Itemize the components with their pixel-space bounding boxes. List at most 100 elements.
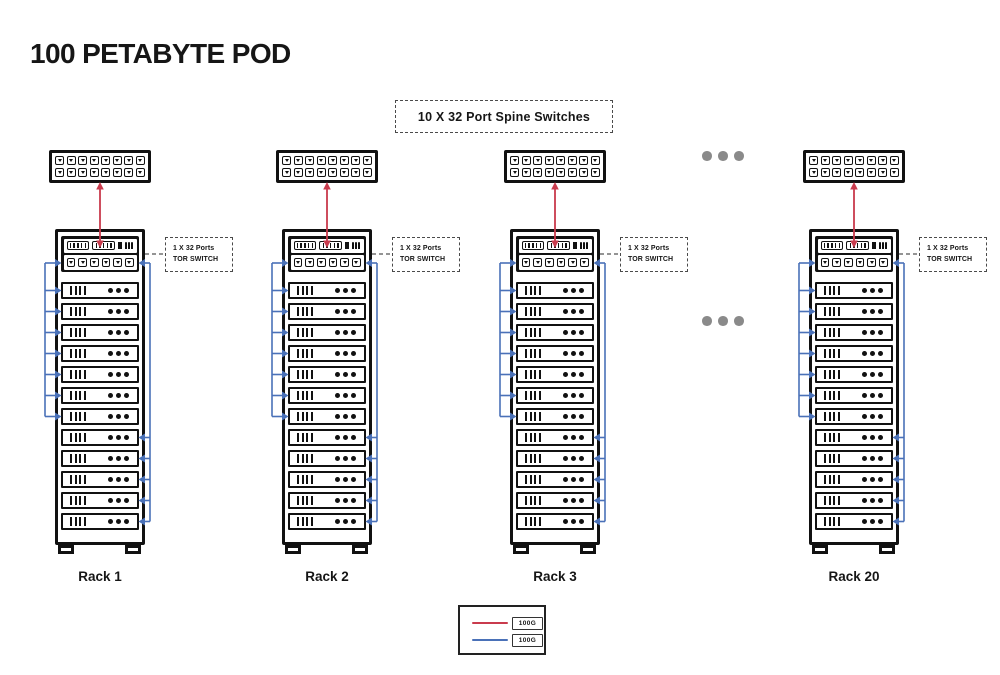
tor-callout-line2: TOR SWITCH xyxy=(628,255,674,263)
server-led-icon xyxy=(563,309,584,314)
rack-column-1: 1 X 32 Ports TOR SWITCH Rack 1 xyxy=(40,150,275,610)
spine-port-icon xyxy=(533,167,543,177)
port-triangle-icon xyxy=(307,260,312,264)
server-vent-icon xyxy=(824,412,840,421)
tor-port-icon xyxy=(832,257,841,268)
tor-port-strip xyxy=(293,241,317,251)
spine-port-icon xyxy=(855,156,865,166)
port-triangle-icon xyxy=(330,170,335,174)
spine-port-row xyxy=(809,156,899,166)
server-node xyxy=(516,471,594,488)
spine-port-icon xyxy=(832,167,842,177)
server-led-icon xyxy=(563,519,584,524)
spine-port-icon xyxy=(339,156,349,166)
port-triangle-icon xyxy=(307,159,312,163)
tor-switch xyxy=(288,236,366,272)
server-node xyxy=(61,513,139,530)
server-vent-icon xyxy=(824,391,840,400)
port-triangle-icon xyxy=(558,159,563,163)
rack-cabinet xyxy=(282,229,372,545)
spine-port-icon xyxy=(316,156,326,166)
port-triangle-icon xyxy=(570,159,575,163)
port-triangle-icon xyxy=(115,159,120,163)
server-led-icon xyxy=(563,393,584,398)
server-vent-icon xyxy=(525,391,541,400)
server-node xyxy=(516,408,594,425)
server-vent-icon xyxy=(70,286,86,295)
server-vent-icon xyxy=(525,433,541,442)
spine-switch xyxy=(49,150,151,183)
port-triangle-icon xyxy=(115,170,120,174)
spine-port-icon xyxy=(889,167,899,177)
port-triangle-icon xyxy=(593,170,598,174)
server-node xyxy=(815,324,893,341)
server-node xyxy=(815,450,893,467)
server-vent-icon xyxy=(297,307,313,316)
server-node xyxy=(61,429,139,446)
spine-port-icon xyxy=(579,167,589,177)
tor-switch-callout: 1 X 32 Ports TOR SWITCH xyxy=(919,237,987,272)
blue-link-label: 100G xyxy=(512,634,543,647)
tor-port-strip xyxy=(846,241,870,251)
server-node xyxy=(815,492,893,509)
server-vent-icon xyxy=(824,433,840,442)
ellipsis-dots xyxy=(702,316,744,326)
tor-callout-line2: TOR SWITCH xyxy=(173,255,219,263)
port-triangle-icon xyxy=(524,159,529,163)
port-triangle-icon xyxy=(524,170,529,174)
tor-callout-line1: 1 X 32 Ports xyxy=(628,245,670,253)
server-node xyxy=(61,387,139,404)
tor-port-strip xyxy=(92,241,116,251)
port-triangle-icon xyxy=(581,170,586,174)
server-vent-icon xyxy=(824,328,840,337)
server-node xyxy=(288,429,366,446)
spine-port-icon xyxy=(521,167,531,177)
spine-port-icon xyxy=(590,167,600,177)
spine-port-icon xyxy=(328,167,338,177)
port-triangle-icon xyxy=(127,260,132,264)
port-triangle-icon xyxy=(80,170,85,174)
server-node xyxy=(288,387,366,404)
spine-port-icon xyxy=(521,156,531,166)
server-vent-icon xyxy=(70,370,86,379)
spine-port-icon xyxy=(112,167,122,177)
server-vent-icon xyxy=(525,307,541,316)
server-node xyxy=(815,345,893,362)
spine-port-icon xyxy=(832,156,842,166)
tor-uplink-row xyxy=(290,255,364,270)
tor-switch xyxy=(815,236,893,272)
server-node xyxy=(61,408,139,425)
rack-cabinet xyxy=(809,229,899,545)
port-triangle-icon xyxy=(319,159,324,163)
port-triangle-icon xyxy=(880,170,885,174)
tor-port-strip xyxy=(820,241,844,251)
port-triangle-icon xyxy=(126,170,131,174)
spine-port-icon xyxy=(66,167,76,177)
port-triangle-icon xyxy=(846,170,851,174)
server-vent-icon xyxy=(297,349,313,358)
tor-port-icon xyxy=(544,257,554,268)
port-triangle-icon xyxy=(353,170,358,174)
server-node xyxy=(815,303,893,320)
tor-port-icon xyxy=(855,257,865,268)
port-triangle-icon xyxy=(846,260,851,264)
server-vent-icon xyxy=(824,454,840,463)
port-triangle-icon xyxy=(80,159,85,163)
server-led-icon xyxy=(862,435,883,440)
spine-port-icon xyxy=(579,156,589,166)
spine-port-icon xyxy=(567,167,577,177)
page-title: 100 PETABYTE POD xyxy=(30,38,291,69)
server-led-icon xyxy=(335,309,356,314)
spine-port-icon xyxy=(328,156,338,166)
server-node xyxy=(815,282,893,299)
tor-port-strip xyxy=(547,241,571,251)
spine-port-icon xyxy=(89,156,99,166)
server-led-icon xyxy=(335,330,356,335)
dot-icon xyxy=(718,151,728,161)
tor-port-icon xyxy=(579,257,589,268)
server-vent-icon xyxy=(824,307,840,316)
server-vent-icon xyxy=(70,517,86,526)
server-led-icon xyxy=(335,498,356,503)
dot-icon xyxy=(702,151,712,161)
spine-port-icon xyxy=(510,167,519,177)
